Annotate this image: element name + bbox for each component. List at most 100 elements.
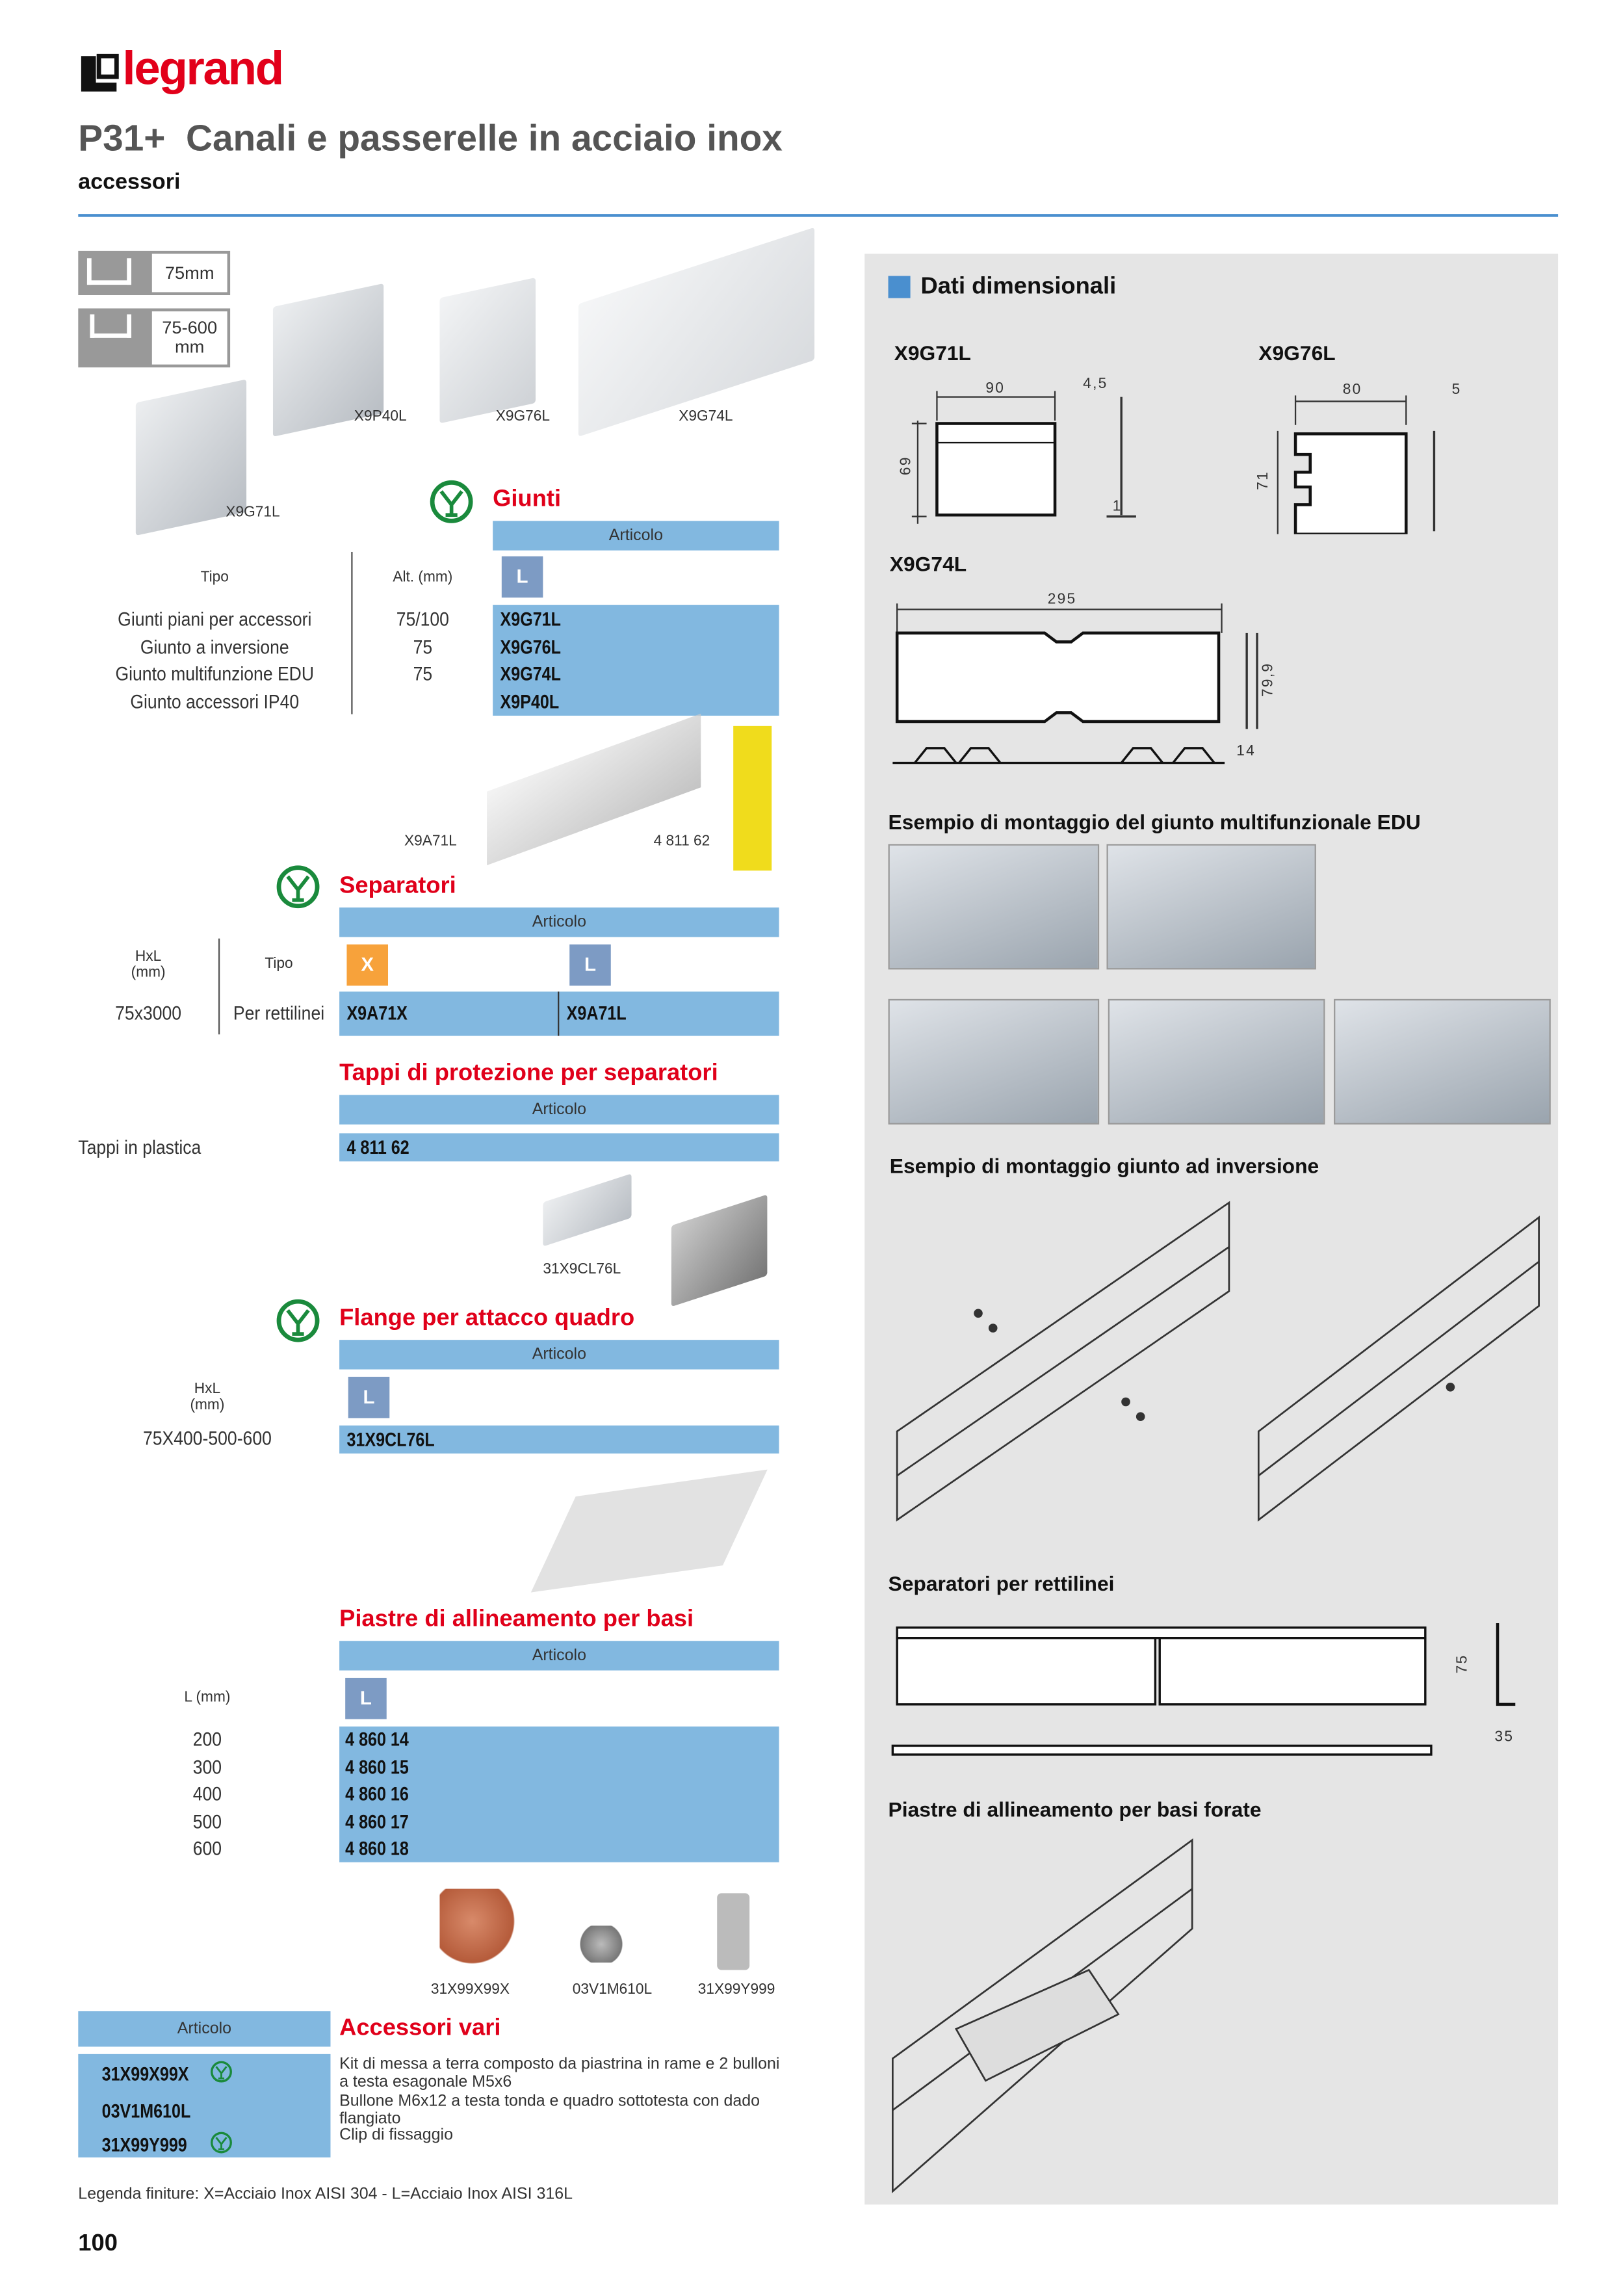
logo-mark-icon [81,53,119,92]
width-icon [90,314,132,338]
codes-band [339,1133,779,1162]
section-heading: Separatori per rettilinei [888,1571,1115,1595]
tipo-value: Giunto multifunzione EDU [115,662,315,685]
accessory-description: Bullone M6x12 a testa tonda e quadro sot… [339,2092,760,2128]
tappi-image [733,725,772,871]
dimension-label: 4,5 [1083,376,1108,393]
section-heading: Piastre di allineamento per basi forate [888,1797,1262,1821]
image-caption: X9G76L [495,408,551,425]
edu-assembly-photo [1334,998,1551,1125]
article-code[interactable]: 4 860 15 [345,1755,409,1778]
finish-badge-l: L [345,1677,387,1719]
hxl-value: 75x3000 [115,1002,182,1024]
height-icon [86,258,132,285]
codes-band [339,1726,779,1862]
alt-value: 75 [413,635,433,658]
image-caption: 4 811 62 [653,833,710,850]
section-title-giunti: Giunti [493,487,562,512]
accessory-description: Kit di messa a terra composto da piastri… [339,2055,780,2091]
dimension-label: 35 [1494,1729,1514,1746]
dimension-label: 75 [1455,1654,1472,1674]
section-heading: Esempio di montaggio giunto ad inversion… [889,1154,1319,1178]
x9g76l-image [439,277,536,424]
col-header-alt: Alt. (mm) [393,569,453,586]
articolo-header: Articolo [339,1095,779,1125]
dimension-label: 90 [985,380,1006,397]
article-code[interactable]: 4 860 16 [345,1782,409,1805]
page-number: 100 [78,2231,118,2256]
dimension-label: 5 [1451,382,1462,398]
inversion-assembly-drawing [896,1201,1540,1522]
edu-assembly-photo [1108,998,1325,1125]
article-code[interactable]: 4 860 17 [345,1810,409,1833]
31x9cl76l-image [543,1173,632,1247]
tipo-value: Giunto a inversione [140,635,289,658]
dimension-label: 79,9 [1260,662,1277,697]
codes-band [339,1425,779,1454]
image-caption: X9P40L [354,408,407,425]
codes-band [78,2054,331,2158]
article-code[interactable]: 03V1M610L [101,2100,191,2122]
certification-badge [209,2131,233,2165]
x9g74l-image [578,227,815,437]
article-code[interactable]: X9G71L [500,608,561,631]
finish-legend: Legenda finiture: X=Acciaio Inox AISI 30… [78,2185,573,2204]
piastra-image [530,1469,768,1593]
tipo-value: Per rettilinei [233,1002,325,1024]
article-code[interactable]: X9A71X [346,1002,408,1024]
article-code[interactable]: X9G74L [500,662,561,685]
31x9cl76l-image [671,1194,768,1307]
image-caption: 31X99Y999 [697,1981,775,1998]
alignment-plate-drawing [891,1838,1193,2193]
article-code[interactable]: 31X9CL76L [346,1428,435,1451]
drawing-title: X9G74L [889,551,967,576]
col-header-l: L (mm) [184,1689,231,1706]
article-code[interactable]: X9P40L [500,690,560,712]
section-title-flange: Flange per attacco quadro [339,1305,635,1331]
finish-badge-l: L [348,1376,390,1418]
col-header-tipo: Tipo [200,569,229,586]
certification-icon [430,480,473,523]
image-caption: 31X99X99X [430,1981,510,1998]
drawing-title: X9G76L [1258,341,1336,365]
edu-assembly-photo [888,844,1100,970]
tipo-value: Giunto accessori IP40 [130,690,300,712]
dimension-label: 71 [1255,470,1272,490]
dimensional-data-panel [864,254,1559,2205]
image-caption: 03V1M610L [572,1981,653,1998]
article-code[interactable]: 4 811 62 [346,1136,409,1158]
length-value: 300 [192,1755,222,1778]
article-code[interactable]: 31X99X99X [101,2063,189,2085]
article-code[interactable]: 4 860 14 [345,1728,409,1751]
dimension-label: 69 [898,456,915,476]
certification-icon [276,1299,320,1342]
image-caption: X9G74L [679,408,733,425]
drawing-title: X9G71L [894,341,971,365]
length-value: 200 [192,1728,222,1751]
x9g74l-drawing [892,603,1258,764]
section-title-separatori: Separatori [339,873,456,899]
certification-badge [209,2060,233,2094]
length-value: 500 [192,1810,222,1833]
column-divider [558,991,560,1036]
alt-value: 75 [413,662,433,685]
section-square-icon [888,276,911,298]
article-code[interactable]: 4 860 18 [345,1837,409,1860]
codes-band [493,605,779,716]
31x99x99x-image [439,1888,521,1970]
panel-title: Dati dimensionali [920,274,1117,300]
article-code[interactable]: X9A71L [566,1002,627,1024]
article-code[interactable]: 31X99Y999 [101,2133,187,2156]
finish-badge-l: L [501,556,543,598]
column-divider [351,551,353,714]
length-value: 600 [192,1837,222,1860]
certification-icon [276,865,320,909]
section-heading: Esempio di montaggio del giunto multifun… [888,810,1421,834]
article-code[interactable]: X9G76L [500,635,561,658]
31x99y999-image [717,1893,750,1970]
image-caption: 31X9CL76L [543,1261,621,1278]
dimension-label: 295 [1047,592,1077,608]
finish-badge-l: L [569,944,611,986]
col-header-hxl: HxL(mm) [190,1381,225,1414]
